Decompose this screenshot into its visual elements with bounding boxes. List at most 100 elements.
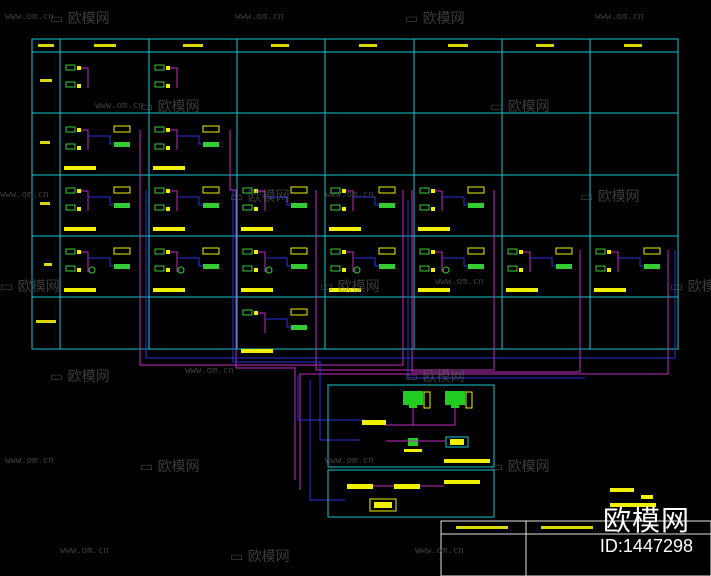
outlet-icon [154, 248, 165, 255]
printer-icon [408, 438, 418, 446]
cell-wire [170, 190, 178, 211]
cell-wire [170, 129, 178, 150]
cell-wire [346, 251, 354, 272]
switch-icon [114, 264, 130, 269]
riser-wire-4 [411, 190, 581, 373]
jack-icon [431, 268, 435, 272]
device-circle-icon [442, 266, 450, 274]
outlet-icon [242, 187, 253, 194]
stamp-id: ID:1447298 [599, 536, 693, 556]
jack-icon [166, 146, 170, 150]
cell-wire [618, 257, 644, 267]
panel-icon [643, 247, 661, 255]
outlet-icon [242, 265, 253, 272]
equipment-room [327, 384, 495, 518]
jack-icon [77, 146, 81, 150]
outlet-icon [595, 265, 606, 272]
computer-icon [403, 391, 431, 409]
equipment-box-upper [327, 384, 495, 468]
cell-wire [611, 251, 619, 272]
jack-icon [77, 128, 81, 132]
watermark-site: www.om.cn [5, 12, 54, 22]
outlet-icon [242, 248, 253, 255]
watermark-site: www.om.cn [0, 190, 49, 200]
riser-wire-3 [315, 190, 495, 371]
outlet-icon [154, 81, 165, 88]
watermark-brand: ▭ 欧模网 [140, 459, 200, 475]
outlet-icon [330, 204, 341, 211]
jack-icon [431, 207, 435, 211]
outlet-icon [419, 248, 430, 255]
jack-icon [166, 66, 170, 70]
jack-icon [607, 268, 611, 272]
jack-icon [254, 207, 258, 211]
cell-wire [258, 190, 266, 211]
watermark-site: www.om.cn [95, 101, 144, 111]
outlet-icon [154, 187, 165, 194]
panel-icon [378, 186, 396, 194]
panel-icon [202, 186, 220, 194]
wiring [139, 130, 676, 501]
watermark-brand: ▭ 欧模网 [140, 99, 200, 115]
cell-caption-bar [64, 166, 96, 170]
switch-icon [291, 203, 307, 208]
cell-caption-bar [153, 227, 185, 231]
jack-icon [166, 207, 170, 211]
outlet-icon [65, 248, 76, 255]
outlet-icon [419, 204, 430, 211]
cell-wire [435, 190, 443, 211]
stamp-brand: 欧模网 [602, 505, 690, 536]
watermark-brand: ▭ 欧模网 [50, 369, 110, 385]
cell-wire [442, 196, 468, 206]
riser-wire-2 [229, 130, 296, 480]
jack-icon [166, 128, 170, 132]
outlet-icon [154, 265, 165, 272]
panel-icon [467, 247, 485, 255]
watermark-brand: ▭ 欧模网 [230, 549, 290, 565]
switch-icon [203, 203, 219, 208]
panel-icon [113, 186, 131, 194]
blue-wire-4 [297, 375, 365, 421]
watermark-site: www.om.cn [235, 12, 284, 22]
switch-icon [468, 264, 484, 269]
device-circle-icon [88, 266, 96, 274]
device-circle-icon [177, 266, 185, 274]
outlet-icon [242, 309, 253, 316]
blue-wire-1 [145, 190, 676, 359]
watermark-brand: ▭ 欧模网 [230, 189, 290, 205]
cell-wire [177, 196, 203, 206]
cell-wire [258, 312, 266, 333]
cell-caption-bar [64, 288, 96, 292]
switch-icon [203, 264, 219, 269]
watermark-brand: ▭ 欧模网 [580, 189, 640, 205]
jack-icon [166, 84, 170, 88]
cell-caption-bar [241, 349, 273, 353]
watermark-brand: ▭ 欧模网 [670, 279, 711, 295]
cell-wire [88, 135, 114, 145]
device-symbols [64, 64, 661, 353]
panel-icon [555, 247, 573, 255]
switch-icon [114, 142, 130, 147]
outlet-icon [154, 204, 165, 211]
panel-icon [467, 186, 485, 194]
outlet-icon [595, 248, 606, 255]
cell-wire [177, 257, 203, 267]
cell-wire [88, 196, 114, 206]
riser-wire-5 [299, 250, 669, 490]
jack-icon [342, 207, 346, 211]
cell-caption-bar [241, 288, 273, 292]
cell-wire [81, 251, 89, 272]
outlet-icon [507, 248, 518, 255]
id-stamp: 欧模网 ID:1447298 [599, 505, 693, 557]
cell-caption-bar [153, 288, 185, 292]
switch-icon [114, 203, 130, 208]
switch-icon [379, 203, 395, 208]
cell-wire [258, 251, 266, 272]
jack-icon [166, 250, 170, 254]
watermark-site: www.om.cn [435, 277, 484, 287]
cell-wire [265, 196, 291, 206]
outlet-icon [65, 187, 76, 194]
panel-icon [202, 125, 220, 133]
switch-icon [203, 142, 219, 147]
